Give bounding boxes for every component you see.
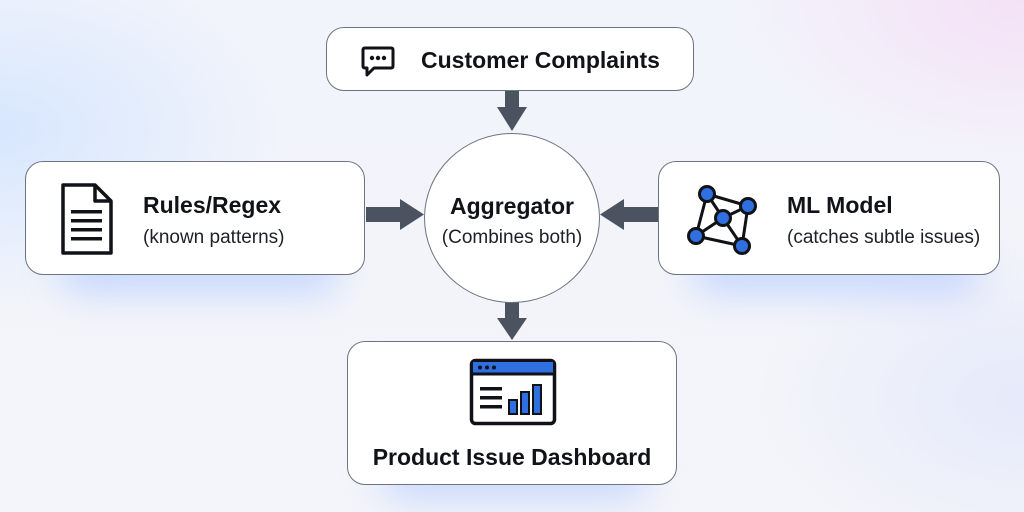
arrow-rules-to-aggregator	[366, 199, 424, 230]
aggregator-title: Aggregator	[450, 193, 574, 219]
network-graph-icon	[685, 184, 761, 261]
document-icon	[58, 182, 114, 261]
rules-regex-title: Rules/Regex	[143, 192, 282, 218]
aggregator-subtitle: (Combines both)	[441, 227, 583, 248]
arrow-aggregator-to-dashboard	[497, 302, 527, 340]
chat-bubble-icon	[361, 44, 395, 83]
product-issue-dashboard-title: Product Issue Dashboard	[372, 444, 652, 470]
ml-model-node: ML Model (catches subtle issues)	[658, 161, 1000, 275]
arrow-complaints-to-aggregator	[497, 91, 527, 131]
aggregator-node: Aggregator (Combines both)	[424, 133, 600, 303]
customer-complaints-node: Customer Complaints	[326, 27, 694, 91]
ml-model-title: ML Model	[787, 192, 893, 218]
customer-complaints-title: Customer Complaints	[421, 47, 660, 73]
dashboard-chart-icon	[469, 358, 557, 431]
rules-regex-subtitle: (known patterns)	[143, 227, 285, 248]
rules-regex-node: Rules/Regex (known patterns)	[25, 161, 365, 275]
arrow-ml-to-aggregator	[600, 199, 658, 230]
product-issue-dashboard-node: Product Issue Dashboard	[347, 341, 677, 485]
ml-model-subtitle: (catches subtle issues)	[787, 227, 981, 248]
